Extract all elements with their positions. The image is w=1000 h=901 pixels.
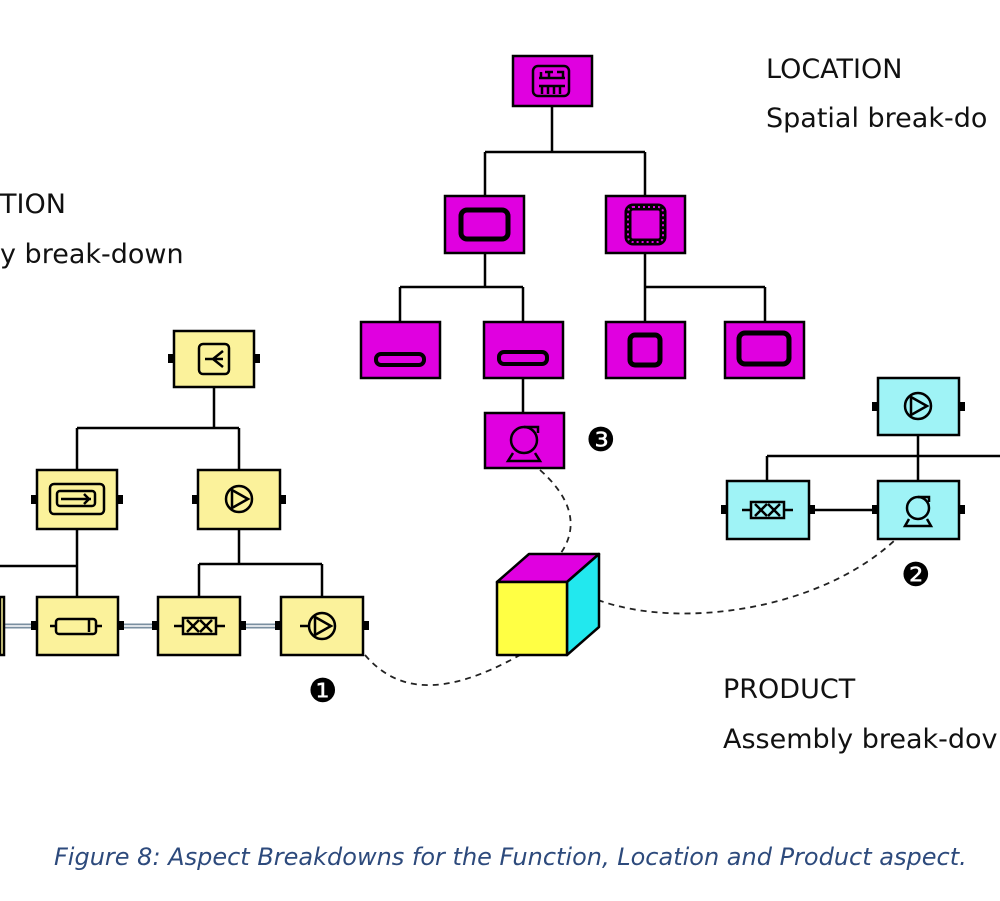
rectangle-room-icon — [458, 207, 511, 242]
product-tree — [765, 435, 1000, 512]
aspect-cube — [495, 552, 601, 657]
function-node — [0, 595, 6, 657]
heater-small-icon — [50, 617, 102, 636]
aspect-links — [364, 469, 896, 686]
marker-1: ❶ — [308, 671, 338, 710]
marker-3: ❸ — [586, 420, 616, 459]
location-node — [604, 194, 687, 255]
product-root-node — [872, 376, 965, 437]
function-title: TION — [0, 189, 66, 220]
pump-icon — [224, 484, 254, 514]
function-tree — [0, 387, 324, 597]
marker-2: ❷ — [901, 555, 931, 594]
markers: ❶ ❷ ❸ — [308, 420, 931, 710]
product-node — [872, 479, 965, 541]
location-connector — [643, 253, 767, 322]
location-node — [482, 320, 565, 380]
location-node — [443, 194, 526, 255]
filter-icon — [742, 500, 793, 520]
location-node — [483, 411, 566, 470]
slot-icon — [374, 352, 426, 367]
location-title: LOCATION — [766, 54, 903, 85]
function-node — [192, 468, 286, 531]
function-node — [31, 468, 123, 531]
location-root-node — [511, 54, 594, 108]
function-node — [275, 595, 369, 657]
hatched-room-icon — [624, 203, 667, 246]
pump-motor-icon — [902, 495, 934, 528]
rectangle-room-icon — [736, 330, 792, 367]
function-node — [31, 595, 124, 657]
location-tree — [398, 106, 767, 413]
splitter-icon — [197, 342, 231, 376]
location-subtitle: Spatial break-do — [766, 103, 988, 134]
function-connector — [75, 387, 241, 470]
platform-icon — [531, 64, 571, 98]
function-root-node — [168, 329, 260, 389]
link-product-to-cube — [597, 539, 896, 615]
function-connector — [197, 529, 324, 597]
filter-icon — [174, 616, 225, 636]
pump-icon — [300, 611, 337, 641]
location-connector — [398, 253, 525, 322]
slot-icon — [497, 350, 549, 366]
location-node — [723, 320, 806, 380]
product-title: PRODUCT — [723, 674, 856, 705]
product-subtitle: Assembly break-dov — [723, 724, 998, 755]
function-subtitle: y break-down — [0, 239, 184, 270]
product-connector — [765, 435, 1000, 481]
location-connector — [483, 106, 647, 196]
link-function-to-cube — [364, 654, 521, 686]
location-node — [604, 320, 687, 380]
function-node — [152, 595, 246, 657]
pump-icon — [505, 425, 543, 463]
square-room-icon — [627, 332, 663, 368]
figure-caption: Figure 8: Aspect Breakdowns for the Func… — [54, 843, 967, 871]
heater-icon — [48, 482, 106, 516]
function-connector — [0, 529, 79, 597]
location-node — [359, 320, 442, 380]
cube-front-face — [495, 580, 569, 657]
pump-icon — [903, 391, 933, 421]
product-node — [721, 479, 815, 541]
